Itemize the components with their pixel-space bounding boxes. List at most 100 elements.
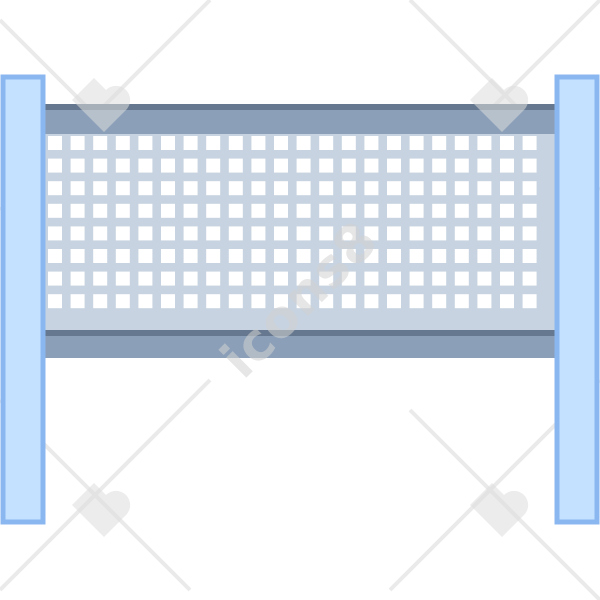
mesh-cell <box>206 226 221 241</box>
mesh-cell <box>296 181 311 196</box>
mesh-cell <box>432 226 447 241</box>
mesh-cell <box>251 271 266 286</box>
mesh-cell <box>387 249 401 263</box>
mesh-cell <box>161 249 175 263</box>
mesh-cell <box>115 181 130 196</box>
mesh-cell <box>70 203 85 218</box>
mesh-cell <box>296 203 311 218</box>
mesh-cell <box>500 271 514 286</box>
mesh-cell <box>138 271 153 286</box>
mesh-cell <box>138 158 153 173</box>
mesh-cell <box>341 181 356 196</box>
mesh-cell <box>522 136 537 150</box>
mesh-cell <box>364 226 379 241</box>
mesh-cell <box>477 158 492 173</box>
mesh-cell <box>387 136 401 150</box>
mesh-cell <box>251 136 266 150</box>
mesh-cell <box>454 249 469 263</box>
net-top-band <box>44 104 556 134</box>
mesh-cell <box>93 158 108 173</box>
mesh-cell <box>387 226 401 241</box>
mesh-cell <box>161 158 175 173</box>
mesh-cell <box>70 294 85 309</box>
mesh-cell <box>296 158 311 173</box>
mesh-cell <box>500 203 514 218</box>
mesh-cell <box>477 249 492 263</box>
mesh-cell <box>341 203 356 218</box>
mesh-cell <box>500 226 514 241</box>
mesh-cell <box>48 226 62 241</box>
mesh-cell <box>228 203 243 218</box>
mesh-cell <box>409 136 424 150</box>
mesh-cell <box>115 203 130 218</box>
mesh-cell <box>454 158 469 173</box>
mesh-cell <box>93 226 108 241</box>
mesh-cell <box>454 181 469 196</box>
mesh-cell <box>251 226 266 241</box>
mesh-cell <box>93 203 108 218</box>
mesh-cell <box>206 294 221 309</box>
mesh-cell <box>296 294 311 309</box>
mesh-cell <box>48 136 62 150</box>
mesh-cell <box>70 136 85 150</box>
mesh-cell <box>319 249 334 263</box>
mesh-cell <box>364 203 379 218</box>
mesh-cell <box>70 249 85 263</box>
mesh-cell <box>206 271 221 286</box>
mesh-cell <box>274 226 288 241</box>
mesh-cell <box>296 271 311 286</box>
mesh-cell <box>432 158 447 173</box>
mesh-cell <box>387 158 401 173</box>
mesh-cell <box>70 181 85 196</box>
mesh-cell <box>228 181 243 196</box>
mesh-cell <box>432 249 447 263</box>
mesh-cell <box>48 203 62 218</box>
mesh-cell <box>341 226 356 241</box>
mesh-cell <box>500 158 514 173</box>
mesh-cell <box>115 226 130 241</box>
mesh-cell <box>522 181 537 196</box>
net-bottom-band <box>44 330 556 358</box>
mesh-cell <box>206 136 221 150</box>
mesh-cell <box>115 249 130 263</box>
mesh-cell <box>409 249 424 263</box>
right-post <box>554 74 600 525</box>
mesh-cell <box>274 271 288 286</box>
mesh-cell <box>409 226 424 241</box>
mesh-cell <box>522 271 537 286</box>
mesh-cell <box>274 203 288 218</box>
mesh-cell <box>70 271 85 286</box>
mesh-cell <box>228 271 243 286</box>
mesh-cell <box>364 249 379 263</box>
mesh-cell <box>161 226 175 241</box>
mesh-cell <box>183 203 198 218</box>
watermark-logo-marks <box>72 78 529 537</box>
mesh-cell <box>364 271 379 286</box>
mesh-cell <box>206 181 221 196</box>
mesh-cell <box>183 271 198 286</box>
mesh-cell <box>500 249 514 263</box>
mesh-cell <box>387 271 401 286</box>
mesh-cell <box>454 136 469 150</box>
mesh-cell <box>409 158 424 173</box>
mesh-cell <box>206 249 221 263</box>
mesh-cell <box>161 181 175 196</box>
mesh-cell <box>341 158 356 173</box>
mesh-cell <box>228 136 243 150</box>
mesh-cell <box>364 181 379 196</box>
mesh-cell <box>432 271 447 286</box>
mesh-cell <box>364 158 379 173</box>
left-post <box>0 74 46 525</box>
mesh-cell <box>477 271 492 286</box>
mesh-cell <box>138 203 153 218</box>
mesh-cell <box>48 249 62 263</box>
mesh-cell <box>228 226 243 241</box>
mesh-cell <box>319 158 334 173</box>
mesh-cell <box>341 136 356 150</box>
mesh-cell <box>477 203 492 218</box>
mesh-cell <box>138 226 153 241</box>
mesh-cell <box>522 158 537 173</box>
mesh-cell <box>274 294 288 309</box>
